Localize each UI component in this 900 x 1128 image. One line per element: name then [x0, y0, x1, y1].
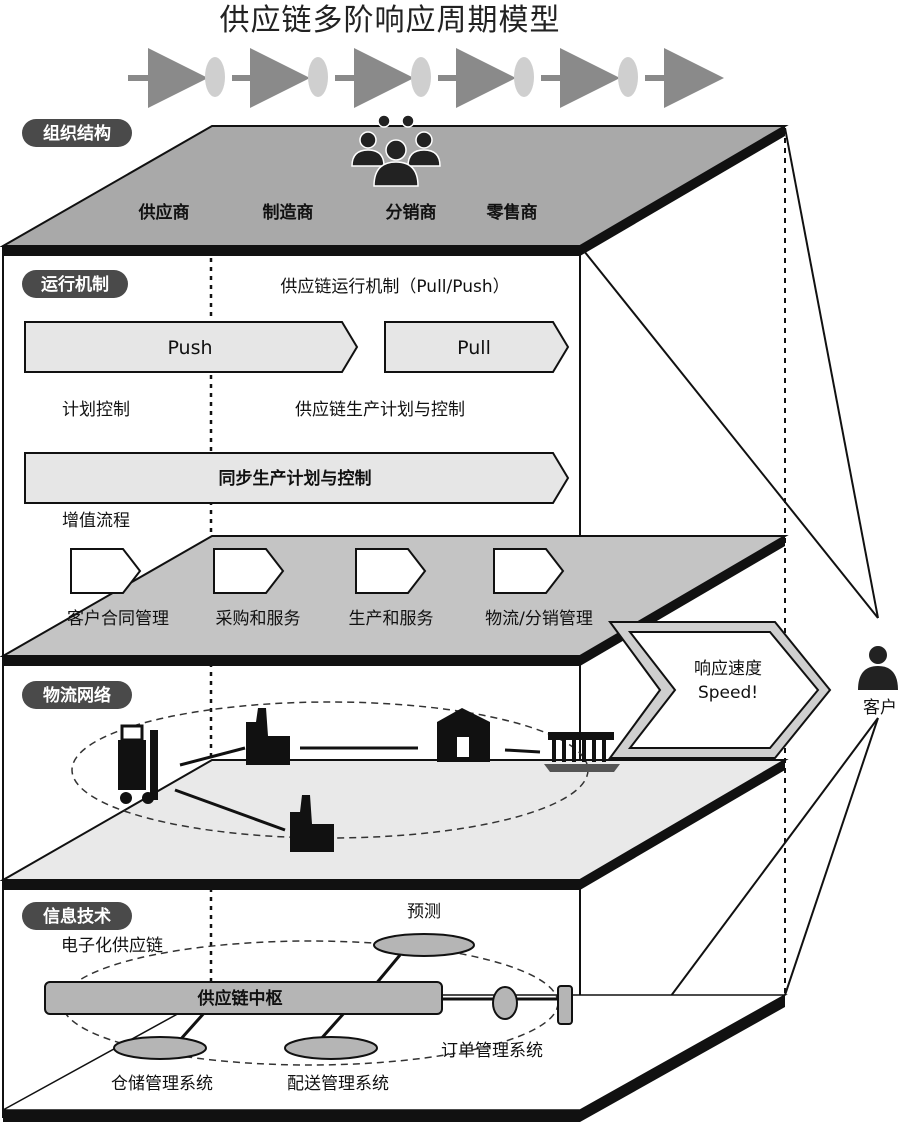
- order-terminal: [557, 985, 573, 1025]
- order-label: 订单管理系统: [441, 1041, 543, 1061]
- svg-text:同步生产计划与控制: 同步生产计划与控制: [219, 468, 372, 489]
- warehouse-node: [113, 1036, 207, 1060]
- member-retailer: 零售商: [486, 202, 538, 223]
- tag-layer4: 信息技术: [22, 902, 132, 930]
- svg-text:Push: Push: [167, 337, 212, 359]
- sync-arrow: 同步生产计划与控制: [24, 452, 570, 504]
- people-group-icon: [351, 114, 441, 187]
- forecast-label: 预测: [407, 902, 441, 922]
- pull-arrow: Pull: [384, 321, 570, 373]
- plan-control-label: 计划控制: [62, 400, 130, 420]
- process-chevron: [493, 548, 565, 594]
- production-plan-label: 供应链生产计划与控制: [295, 400, 465, 420]
- cycle-arrow-chain: [128, 48, 724, 108]
- response-line1: 响应速度: [694, 659, 762, 679]
- factory-icon: [290, 795, 334, 852]
- tag-layer1: 组织结构: [22, 119, 132, 147]
- mechanism-label: 供应链运行机制（Pull/Push）: [280, 277, 509, 297]
- response-speed-arrow: 响应速度 Speed!: [608, 621, 832, 759]
- response-line2: Speed!: [698, 683, 758, 703]
- svg-text:运行机制: 运行机制: [41, 274, 109, 295]
- customer-label: 客户: [863, 698, 897, 718]
- process-label: 物流/分销管理: [485, 609, 593, 629]
- push-arrow: Push: [24, 321, 359, 373]
- member-manufacturer: 制造商: [263, 202, 314, 223]
- process-chevron: [355, 548, 427, 594]
- delivery-node: [284, 1036, 378, 1060]
- svg-text:组织结构: 组织结构: [43, 123, 111, 144]
- logistics-links: [174, 746, 541, 832]
- projection-lines: [2, 127, 879, 1119]
- process-label: 客户合同管理: [67, 609, 169, 629]
- value-flow-label: 增值流程: [62, 511, 130, 531]
- svg-text:Pull: Pull: [457, 337, 491, 359]
- diagram-title: 供应链多阶响应周期模型: [220, 3, 561, 38]
- process-chevron: [70, 548, 142, 594]
- svg-text:供应链中枢: 供应链中枢: [197, 988, 283, 1009]
- forklift-icon: [118, 724, 158, 804]
- hub-bar: 供应链中枢: [44, 981, 443, 1015]
- svg-text:信息技术: 信息技术: [43, 906, 111, 927]
- forecast-node: [373, 933, 475, 957]
- warehouse-icon: [437, 708, 490, 762]
- port-ship-icon: [544, 732, 620, 772]
- customer-person-icon: [858, 644, 898, 690]
- tag-layer2: 运行机制: [22, 270, 128, 298]
- factory-icon: [246, 708, 290, 765]
- e-chain-label: 电子化供应链: [61, 936, 163, 956]
- tag-layer3: 物流网络: [22, 681, 132, 709]
- info-links: [178, 954, 558, 1041]
- delivery-sys-label: 配送管理系统: [287, 1074, 389, 1094]
- process-label: 生产和服务: [349, 609, 434, 629]
- member-distributor: 分销商: [386, 202, 437, 223]
- process-label: 采购和服务: [216, 609, 301, 629]
- warehouse-sys-label: 仓储管理系统: [111, 1074, 213, 1094]
- member-supplier: 供应商: [138, 202, 190, 223]
- svg-text:物流网络: 物流网络: [43, 685, 111, 706]
- process-chevron: [213, 548, 285, 594]
- order-node: [492, 986, 518, 1020]
